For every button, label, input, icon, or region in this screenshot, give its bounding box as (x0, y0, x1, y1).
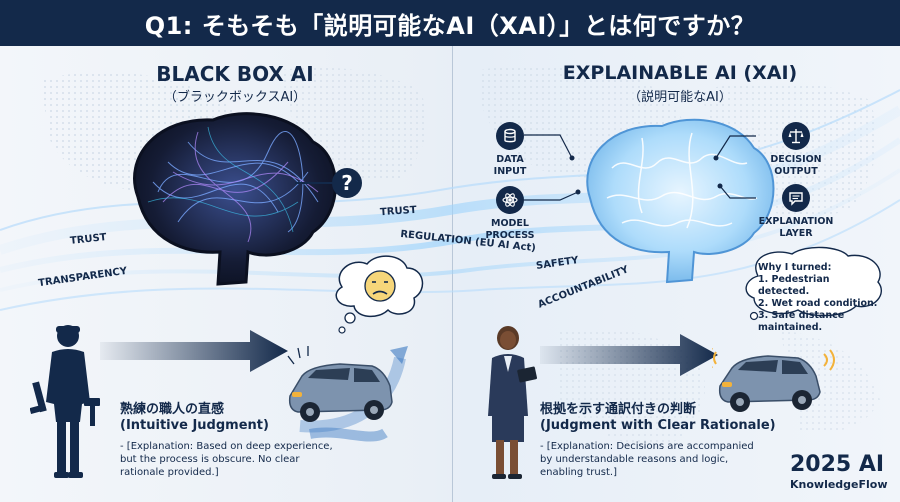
data-input-line2: INPUT (493, 166, 527, 177)
question-bubble: ? (332, 168, 362, 198)
model-process-line2: PROCESS (485, 230, 535, 241)
thought-line-4: 3. Safe distance maintained. (758, 310, 845, 333)
model-process-label: MODEL PROCESS (476, 218, 544, 242)
model-process-line1: MODEL (491, 218, 529, 229)
explanation-layer-line1: EXPLANATION (758, 216, 834, 227)
right-caption-title-en: (Judgment with Clear Rationale) (540, 418, 776, 433)
black-box-heading: BLACK BOX AI (156, 62, 314, 86)
right-caption-body: - [Explanation: Decisions are accompanie… (540, 440, 770, 479)
left-caption-line2: but the process is obscure. No clear (120, 454, 300, 465)
explanation-layer-label: EXPLANATION LAYER (756, 216, 836, 240)
black-box-subheading: （ブラックボックスAI） (163, 90, 307, 105)
decision-output-label: DECISION OUTPUT (762, 154, 830, 178)
decision-output-line2: OUTPUT (774, 166, 818, 177)
right-caption-line1: - [Explanation: Decisions are accompanie… (540, 441, 754, 452)
thought-line-2: 1. Pedestrian detected. (758, 274, 830, 297)
right-caption-line3: enabling trust.] (540, 467, 617, 478)
left-direction-arrow (100, 330, 288, 372)
left-caption-title-jp: 熟練の職人の直感 (120, 402, 225, 417)
xai-brain-illustration (586, 118, 775, 284)
xai-car (712, 348, 835, 412)
thought-line-1: Why I turned: (758, 262, 832, 273)
chat-bubble-icon (782, 184, 810, 212)
right-caption-line2: by understandable reasons and logic, (540, 454, 729, 465)
data-input-line1: DATA (496, 154, 524, 165)
xai-heading: EXPLAINABLE AI (XAI) (562, 62, 798, 84)
craftsman-silhouette (30, 325, 100, 478)
right-caption-title-jp: 根拠を示す通訳付きの判断 (540, 402, 697, 417)
brand-year: 2025 AI (790, 452, 885, 477)
xai-thought-text: Why I turned: 1. Pedestrian detected. 2.… (758, 262, 882, 334)
left-caption-line1: - [Explanation: Based on deep experience… (120, 441, 333, 452)
decision-output-line1: DECISION (770, 154, 822, 165)
thought-line-3: 2. Wet road condition. (758, 298, 878, 309)
brand-name: KnowledgeFlow (790, 478, 888, 491)
question-mark-icon: ? (341, 171, 353, 195)
left-caption-line3: rationale provided.] (120, 467, 219, 478)
xai-thought-bubble-shape (745, 246, 883, 321)
black-box-brain-illustration (133, 112, 337, 286)
atom-icon (496, 186, 524, 214)
left-caption-body: - [Explanation: Based on deep experience… (120, 440, 335, 479)
right-direction-arrow (540, 334, 718, 376)
xai-subheading: （説明可能なAI） (628, 90, 732, 105)
data-input-label: DATA INPUT (480, 154, 540, 178)
page-title: Q1: そもそも「説明可能なAI（XAI）」とは何ですか？ (0, 0, 900, 46)
businesswoman-figure (488, 326, 537, 479)
balance-scale-icon (782, 122, 810, 150)
database-icon (496, 122, 524, 150)
explanation-layer-line2: LAYER (779, 228, 813, 239)
question-connector (295, 182, 333, 184)
black-box-car (287, 346, 408, 442)
confused-thought-bubble (335, 255, 424, 334)
left-caption-title-en: (Intuitive Judgment) (120, 418, 269, 433)
